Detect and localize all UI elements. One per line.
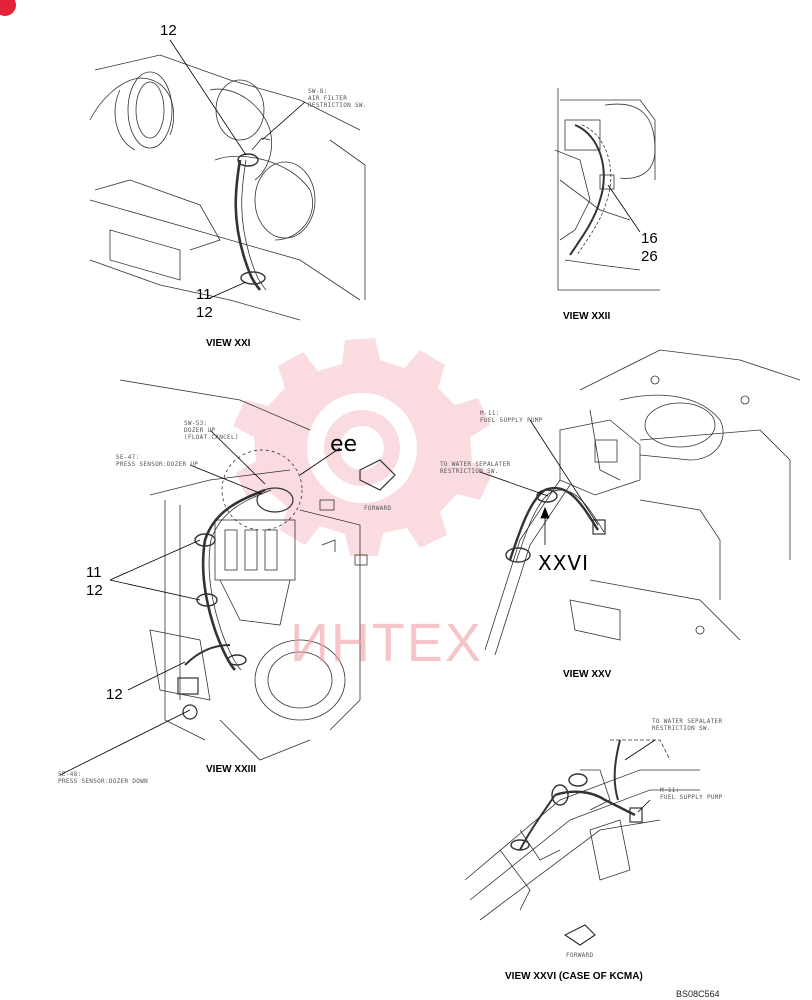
callout-11-xxi: 11 — [196, 286, 212, 303]
view-xxvi-leaders — [624, 739, 656, 813]
view-xxvi-title: VIEW XXVI (CASE OF KCMA) — [505, 971, 643, 982]
callout-12-xxi-top: 12 — [160, 22, 177, 39]
callout-16: 16 — [641, 230, 658, 247]
note-m11-b: M-11: FUEL SUPPLY PUMP — [660, 787, 723, 801]
callout-12-xxiii: 12 — [86, 582, 103, 599]
view-xxii-title: VIEW XXII — [563, 311, 611, 322]
view-xxiii-title: VIEW XXIII — [206, 764, 257, 775]
view-xxi-title: VIEW XXI — [206, 338, 251, 349]
watermark-gear-icon — [233, 338, 492, 556]
callout-12-xxiii-lower: 12 — [106, 686, 123, 703]
callout-12-xxi: 12 — [196, 304, 213, 321]
view-xxv-drawing — [484, 349, 801, 656]
callout-26: 26 — [641, 248, 658, 265]
view-xxii-leaders — [607, 184, 641, 233]
view-xxi-leaders — [169, 39, 306, 299]
view-xxiii-leaders — [59, 429, 341, 776]
note-sw53: SW-53: DOZER UP (FLOAT CANCEL) — [184, 420, 239, 441]
corner-badge-icon — [0, 0, 16, 16]
detail-ref-ee: ee — [330, 432, 358, 457]
view-xxv-title: VIEW XXV — [563, 669, 612, 680]
note-sw8: SW-8: AIR FILTER RESTRICTION SW. — [308, 88, 367, 109]
note-se48: SE-48: PRESS SENSOR:DOZER DOWN — [58, 771, 148, 785]
note-water-b: TO WATER SEPALATER RESTRICTION SW. — [652, 718, 723, 732]
note-se47: SE-47: PRESS SENSOR:DOZER UP — [116, 454, 199, 468]
note-m11: M-11: FUEL SUPPLY PUMP — [480, 410, 543, 424]
view-xxii-drawing — [554, 88, 660, 291]
forward-label-2: FORWARD — [566, 952, 594, 959]
view-xxiii-drawing — [119, 379, 396, 761]
roman-ref-xxvi: XXVI — [538, 551, 589, 575]
view-xxi-drawing — [89, 54, 366, 321]
document-code: BS08C564 — [676, 989, 720, 999]
view-xxv-leaders — [479, 419, 599, 545]
callout-11-xxiii: 11 — [86, 564, 102, 581]
view-xxvi-drawing — [464, 739, 700, 946]
note-water: TO WATER SEPALATER RESTRICTION SW. — [440, 461, 511, 475]
forward-label: FORWARD — [364, 505, 392, 512]
watermark-text: ИНТЕХ — [290, 613, 483, 673]
